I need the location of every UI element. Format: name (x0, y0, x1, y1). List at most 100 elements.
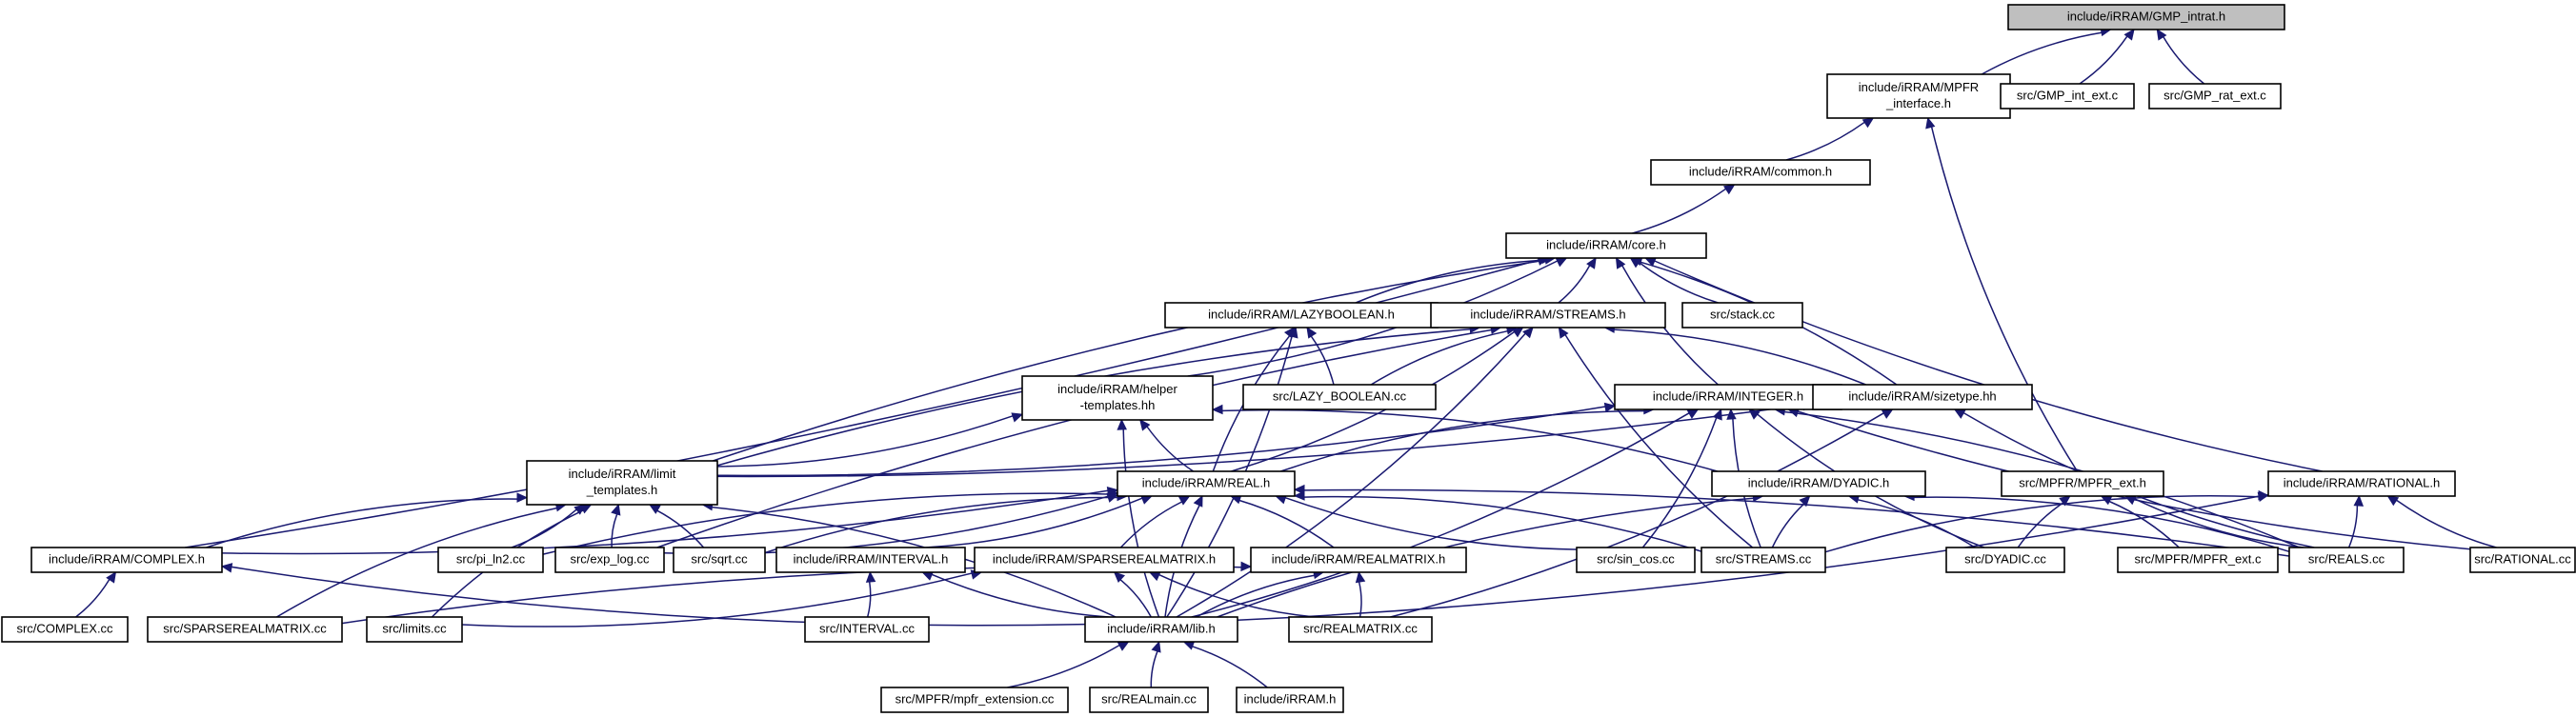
node-box[interactable] (673, 547, 766, 573)
node-realmain[interactable]: src/REALmain.cc (1089, 687, 1209, 713)
node-box[interactable] (1236, 687, 1344, 713)
node-real[interactable]: include/iRRAM/REAL.h (1117, 470, 1296, 497)
node-box[interactable] (30, 547, 223, 573)
node-box[interactable] (1250, 547, 1467, 573)
node-sin_cos[interactable]: src/sin_cos.cc (1576, 547, 1696, 573)
node-box[interactable] (1711, 470, 1926, 497)
node-dyadic_cc[interactable]: src/DYADIC.cc (1945, 547, 2065, 573)
node-label: src/LAZY_BOOLEAN.cc (1273, 388, 1407, 403)
node-box[interactable] (1945, 547, 2065, 573)
edge-real-to-integer (1280, 404, 1655, 472)
edge-mpfr_ext_h-to-mpfr_if (1925, 116, 2079, 472)
node-label: src/sqrt.cc (691, 551, 748, 566)
node-streams_cc[interactable]: src/STREAMS.cc (1701, 547, 1826, 573)
node-mpfr_extension[interactable]: src/MPFR/mpfr_extension.cc (880, 687, 1069, 713)
node-sqrt[interactable]: src/sqrt.cc (673, 547, 766, 573)
node-mpfr_ext_h[interactable]: src/MPFR/MPFR_ext.h (2001, 470, 2164, 497)
node-box[interactable] (437, 547, 544, 573)
node-box[interactable] (2117, 547, 2279, 573)
node-box[interactable] (974, 547, 1235, 573)
node-iRRAM_h[interactable]: include/iRRAM.h (1236, 687, 1344, 713)
node-dyadic_h[interactable]: include/iRRAM/DYADIC.h (1711, 470, 1926, 497)
edge-gmp_rat-to-gmp (2156, 28, 2205, 85)
node-reals_cc[interactable]: src/REALS.cc (2288, 547, 2405, 573)
node-box[interactable] (1576, 547, 1696, 573)
node-box[interactable] (1650, 159, 1871, 186)
arrow-head-icon (1953, 408, 1966, 419)
node-complex_h[interactable]: include/iRRAM/COMPLEX.h (30, 547, 223, 573)
node-box[interactable] (1430, 302, 1666, 329)
arrow-head-icon (2156, 28, 2167, 41)
node-exp_log[interactable]: src/exp_log.cc (554, 547, 665, 573)
node-box[interactable] (2001, 470, 2164, 497)
node-realmatrix_cc[interactable]: src/REALMATRIX.cc (1288, 616, 1433, 643)
edge-integer-to-core (1615, 256, 1719, 386)
node-box[interactable] (1505, 232, 1707, 259)
node-pi_ln2[interactable]: src/pi_ln2.cc (437, 547, 544, 573)
node-box[interactable] (2007, 4, 2285, 30)
node-box[interactable] (1242, 384, 1437, 410)
node-sizetype[interactable]: include/iRRAM/sizetype.hh (1812, 384, 2033, 410)
node-box[interactable] (1681, 302, 1803, 329)
edge-line (2017, 502, 2064, 548)
node-mpfr_if[interactable]: include/iRRAM/MPFR_interface.h (1826, 73, 2011, 119)
node-box[interactable] (2267, 470, 2456, 497)
node-helper[interactable]: include/iRRAM/helper-templates.hh (1021, 375, 1214, 421)
node-common[interactable]: include/iRRAM/common.h (1650, 159, 1871, 186)
node-gmp_rat[interactable]: src/GMP_rat_ext.c (2148, 83, 2282, 110)
node-box[interactable] (1, 616, 129, 643)
node-box[interactable] (1288, 616, 1433, 643)
node-box[interactable] (775, 547, 966, 573)
node-mpfr_ext_c[interactable]: src/MPFR/MPFR_ext.c (2117, 547, 2279, 573)
node-box[interactable] (2288, 547, 2405, 573)
node-box[interactable] (2000, 83, 2135, 110)
node-box[interactable] (1021, 375, 1214, 421)
node-box[interactable] (1117, 470, 1296, 497)
node-limit[interactable]: include/iRRAM/limit_templates.h (526, 460, 718, 506)
node-lazybool_cc[interactable]: src/LAZY_BOOLEAN.cc (1242, 384, 1437, 410)
node-rational_cc[interactable]: src/RATIONAL.cc (2469, 547, 2576, 573)
node-gmp[interactable]: include/iRRAM/GMP_intrat.h (2007, 4, 2285, 30)
node-streams_h[interactable]: include/iRRAM/STREAMS.h (1430, 302, 1666, 329)
node-box[interactable] (1164, 302, 1439, 329)
edge-common-to-mpfr_if (1785, 117, 1875, 161)
node-label: include/iRRAM/lib.h (1107, 621, 1215, 635)
node-box[interactable] (147, 616, 343, 643)
node-box[interactable] (554, 547, 665, 573)
node-complex_cc[interactable]: src/COMPLEX.cc (1, 616, 129, 643)
node-limits_cc[interactable]: src/limits.cc (366, 616, 463, 643)
arrow-head-icon (2353, 494, 2365, 507)
node-box[interactable] (1089, 687, 1209, 713)
node-label: include/iRRAM/INTEGER.h (1653, 388, 1803, 403)
edge-line (1217, 497, 1754, 618)
node-interval_h[interactable]: include/iRRAM/INTERVAL.h (775, 547, 966, 573)
node-core[interactable]: include/iRRAM/core.h (1505, 232, 1707, 259)
node-label: src/GMP_rat_ext.c (2163, 88, 2266, 102)
node-sparse_h[interactable]: include/iRRAM/SPARSEREALMATRIX.h (974, 547, 1235, 573)
node-box[interactable] (2469, 547, 2576, 573)
node-sparse_cc[interactable]: src/SPARSEREALMATRIX.cc (147, 616, 343, 643)
node-box[interactable] (1812, 384, 2033, 410)
node-lazybool[interactable]: include/iRRAM/LAZYBOOLEAN.h (1164, 302, 1439, 329)
node-realmatrix_h[interactable]: include/iRRAM/REALMATRIX.h (1250, 547, 1467, 573)
node-integer[interactable]: include/iRRAM/INTEGER.h (1614, 384, 1842, 410)
node-box[interactable] (366, 616, 463, 643)
node-gmp_int[interactable]: src/GMP_int_ext.c (2000, 83, 2135, 110)
node-rational_h[interactable]: include/iRRAM/RATIONAL.h (2267, 470, 2456, 497)
node-box[interactable] (1826, 73, 2011, 119)
node-box[interactable] (2148, 83, 2282, 110)
node-interval_cc[interactable]: src/INTERVAL.cc (804, 616, 930, 643)
edge-line (1284, 496, 1578, 550)
node-lib_h[interactable]: include/iRRAM/lib.h (1084, 616, 1238, 643)
edge-line (1187, 260, 1559, 377)
node-label: include/iRRAM/INTERVAL.h (794, 551, 949, 566)
node-box[interactable] (1084, 616, 1238, 643)
node-box[interactable] (880, 687, 1069, 713)
edge-interval_cc-to-interval_h (865, 570, 876, 618)
node-label: src/SPARSEREALMATRIX.cc (163, 621, 327, 635)
node-box[interactable] (526, 460, 718, 506)
node-label: include/iRRAM.h (1244, 691, 1337, 706)
node-box[interactable] (804, 616, 930, 643)
node-stack[interactable]: src/stack.cc (1681, 302, 1803, 329)
node-box[interactable] (1701, 547, 1826, 573)
